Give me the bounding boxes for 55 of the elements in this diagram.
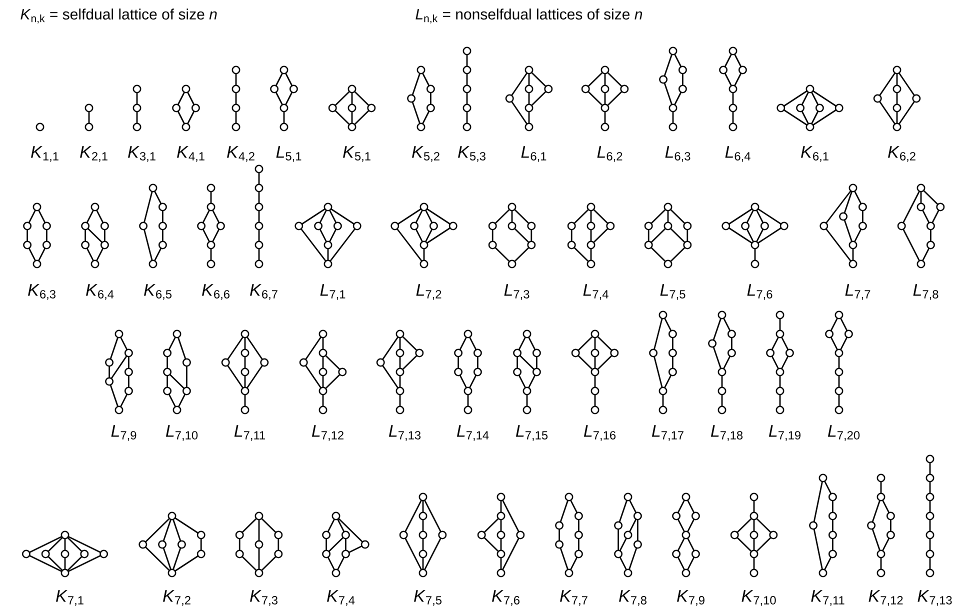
lattice-label: L$_{7,19}$ (768, 425, 800, 441)
lattice-label: L$_{7,4}$ (583, 284, 608, 300)
lattice-label: K$_{4,1}$ (177, 146, 204, 162)
lattice-label: L$_{7,13}$ (388, 425, 421, 441)
lattice-label: K$_{7,2}$ (163, 590, 190, 606)
definition-text: L$_{n,k}$ = nonselfdual lattices of size n (416, 8, 642, 24)
lattice-label: K$_{3,1}$ (128, 146, 156, 162)
lattice-label: K$_{6,1}$ (801, 146, 828, 162)
lattice-label: K$_{2,1}$ (80, 146, 108, 162)
lattice-label: L$_{5,1}$ (276, 146, 302, 162)
lattice-label: L$_{7,6}$ (747, 284, 772, 300)
lattice-label: K$_{7,8}$ (619, 590, 646, 606)
lattice-label: K$_{7,12}$ (868, 590, 903, 606)
lattice-label: K$_{5,2}$ (412, 146, 440, 162)
lattice-label: K$_{5,1}$ (343, 146, 370, 162)
lattice-label: K$_{6,7}$ (250, 284, 278, 300)
lattice-label: L$_{6,1}$ (521, 146, 546, 162)
lattice-label: L$_{7,20}$ (828, 425, 860, 441)
lattice-label: L$_{6,4}$ (725, 146, 750, 162)
lattice-label: L$_{7,5}$ (660, 284, 686, 300)
lattice-label: L$_{6,2}$ (597, 146, 622, 162)
lattice-label: K$_{7,10}$ (742, 590, 776, 606)
lattice-label: K$_{7,6}$ (492, 590, 520, 606)
lattice-label: L$_{7,3}$ (504, 284, 530, 300)
lattice-label: K$_{5,3}$ (458, 146, 486, 162)
lattice-label: L$_{7,1}$ (320, 284, 346, 300)
lattice-label: K$_{7,3}$ (250, 590, 278, 606)
lattice-label: L$_{7,9}$ (111, 425, 136, 441)
lattice-label: K$_{6,3}$ (28, 284, 56, 300)
lattice-label: K$_{4,2}$ (227, 146, 254, 162)
lattice-label: L$_{7,7}$ (845, 284, 870, 300)
lattice-label: K$_{7,4}$ (327, 590, 355, 606)
lattice-label: L$_{7,15}$ (516, 425, 548, 441)
lattice-label: K$_{1,1}$ (31, 146, 58, 162)
lattice-label: K$_{7,9}$ (677, 590, 704, 606)
lattice-label: L$_{7,8}$ (913, 284, 938, 300)
lattice-label: L$_{7,17}$ (652, 425, 684, 441)
lattice-label: K$_{6,5}$ (144, 284, 172, 300)
lattice-label: L$_{6,3}$ (665, 146, 690, 162)
lattice-label: K$_{6,2}$ (888, 146, 916, 162)
lattice-label: L$_{7,16}$ (584, 425, 616, 441)
lattice-label: L$_{7,2}$ (416, 284, 442, 300)
lattice-label: L$_{7,11}$ (234, 425, 266, 441)
lattice-label: L$_{7,12}$ (312, 425, 344, 441)
lattice-label: K$_{7,7}$ (560, 590, 588, 606)
definition-text: K$_{n,k}$ = selfdual lattice of size n (20, 8, 217, 24)
lattice-label: K$_{7,1}$ (56, 590, 84, 606)
lattice-label: K$_{7,13}$ (918, 590, 952, 606)
lattice-label: K$_{7,5}$ (414, 590, 442, 606)
lattice-label: L$_{7,18}$ (710, 425, 743, 441)
lattice-label: K$_{6,6}$ (202, 284, 230, 300)
lattice-label: L$_{7,10}$ (166, 425, 198, 441)
lattice-label: K$_{7,11}$ (811, 590, 844, 606)
lattice-label: K$_{6,4}$ (86, 284, 114, 300)
lattice-label: L$_{7,14}$ (456, 425, 489, 441)
